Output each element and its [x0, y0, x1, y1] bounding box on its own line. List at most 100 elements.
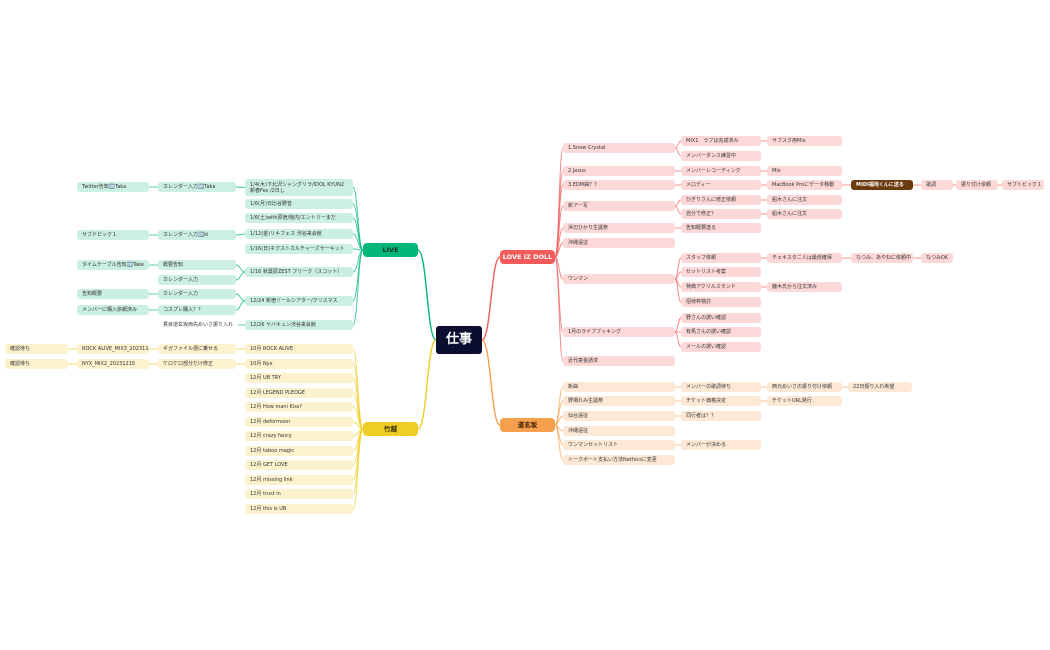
loveiz-subtopic[interactable]: Mix — [767, 166, 842, 176]
loveiz-subtopic[interactable]: 船木さんに注文 — [767, 209, 842, 219]
loveiz-topic[interactable]: 3.EDM曲？？ — [563, 180, 675, 190]
loveiz-topic[interactable]: 新アー写 — [563, 201, 675, 211]
live-topic[interactable]: 12/26 ヤバキュン渋谷来会館 — [245, 320, 353, 330]
takegoshi-topic[interactable]: 12月 trust in — [245, 489, 353, 499]
loveiz-subtopic[interactable]: MacBook Proにデータ移動 — [767, 180, 842, 190]
live-topic[interactable]: 1/4(木)下北沢シャングリラ/IDOL KYUN2 新春Fes /2日し — [245, 179, 353, 196]
dougenzaka-subtopic[interactable]: メンバーが決める — [681, 440, 761, 450]
branch-love-iz-doll[interactable]: LOVE IZ DOLL — [500, 250, 555, 264]
loveiz-subtopic[interactable]: ひぎりさんに修正依頼 — [681, 195, 761, 205]
live-subtopic[interactable]: タイムテーブル告知🆗Take — [77, 260, 149, 270]
loveiz-subtopic[interactable]: メールの誘い確認 — [681, 342, 761, 352]
loveiz-subtopic[interactable]: なつみOK — [921, 253, 953, 263]
loveiz-subtopic[interactable]: 有馬さんの誘い確認 — [681, 327, 761, 337]
live-topic[interactable]: 1/6(土)with原宿/館内/エントリーまだ — [245, 213, 353, 223]
connector-line — [235, 233, 246, 236]
live-subtopic[interactable]: カレンダー入力🆗Taka — [158, 182, 236, 192]
connector-line — [554, 424, 564, 461]
loveiz-subtopic[interactable]: MIX1 ラフは完成済み — [681, 136, 761, 146]
takegoshi-topic[interactable]: 12月 crazy fancy — [245, 431, 353, 441]
loveiz-subtopic[interactable]: 船木さんに注文 — [767, 195, 842, 205]
takegoshi-subtopic[interactable]: NYX_MIX2_20231215 — [77, 359, 149, 369]
live-topic[interactable]: 1/16 秋葉原ZEST フリーク（スコット） — [245, 267, 353, 277]
takegoshi-topic[interactable]: 12月 taboo magic — [245, 446, 353, 456]
takegoshi-topic[interactable]: 10月 Nyx — [245, 359, 353, 369]
loveiz-topic[interactable]: 沖縄遠征 — [563, 238, 675, 248]
takegoshi-topic[interactable]: 12月 UB TRY — [245, 373, 353, 383]
live-subtopic[interactable]: カレンダー入力 — [158, 289, 236, 299]
loveiz-subtopic[interactable]: 歌詞 — [921, 180, 953, 190]
connector-line — [235, 186, 246, 188]
loveiz-subtopic[interactable]: 特典アクリルスタンド — [681, 282, 761, 292]
loveiz-subtopic[interactable]: なつみ、あやねに依頼中 — [851, 253, 913, 263]
loveiz-topic[interactable]: 近代寄金請求 — [563, 356, 675, 366]
live-subtopic[interactable]: カレンダー入力 — [158, 275, 236, 285]
takegoshi-topic[interactable]: 12月 GET LOVE — [245, 460, 353, 470]
dougenzaka-topic[interactable]: ワンマンセットリスト — [563, 440, 675, 450]
loveiz-topic[interactable]: 1月のライブブッキング — [563, 327, 675, 337]
takegoshi-subtopic[interactable]: 確認待ち — [5, 344, 68, 354]
loveiz-topic[interactable]: ワンマン — [563, 274, 675, 284]
root-node[interactable]: 仕事 — [436, 326, 482, 354]
dougenzaka-subtopic[interactable]: チケットURL発行 — [767, 396, 842, 406]
loveiz-subtopic[interactable]: 振り付け依頼 — [956, 180, 998, 190]
live-subtopic[interactable]: カレンダー入力🆗ki — [158, 230, 236, 240]
connector-line — [235, 264, 246, 273]
dougenzaka-subtopic[interactable]: チケット価格決定 — [681, 396, 761, 406]
live-subtopic[interactable]: コスプレ購入？？ — [158, 305, 236, 315]
connector-line — [352, 187, 364, 251]
dougenzaka-topic[interactable]: 仙台遠征 — [563, 411, 675, 421]
takegoshi-subtopic[interactable]: ギガファイル便に乗せる — [158, 344, 236, 354]
loveiz-subtopic-highlight[interactable]: MIDI福地くんに送る — [851, 180, 913, 190]
branch-live[interactable]: LIVE — [363, 243, 418, 257]
live-subtopic[interactable]: サブドピック１ — [77, 230, 149, 240]
loveiz-topic[interactable]: 1.Snow Crystal — [563, 143, 675, 153]
live-topic[interactable]: 1/12(金)リキフェス 渋谷来会館 — [245, 229, 353, 239]
live-subtopic[interactable]: メンバーに購入依頼済み — [77, 305, 149, 315]
dougenzaka-subtopic[interactable]: 22日振り入れ希望 — [848, 382, 912, 392]
takegoshi-topic[interactable]: 12月 How mani Kiss? — [245, 402, 353, 412]
loveiz-subtopic[interactable]: メロディー — [681, 180, 761, 190]
loveiz-subtopic[interactable]: セットリスト考案 — [681, 267, 761, 277]
live-topic[interactable]: 1/6(月)日比谷野音 — [245, 199, 353, 209]
loveiz-subtopic[interactable]: メンバーレコーディング — [681, 166, 761, 176]
live-subtopic[interactable]: 概要告知 — [158, 260, 236, 270]
live-topic[interactable]: 12/24 新宿ゾールシアター/クリスマス — [245, 296, 353, 306]
dougenzaka-topic[interactable]: トークボート支払い方法Nethicsに変更 — [563, 455, 675, 465]
live-subtopic[interactable]: 貫目道玄坂両先めいさ振り入れ — [163, 322, 234, 328]
dougenzaka-topic[interactable]: 野場れみ生誕祭 — [563, 396, 675, 406]
dougenzaka-subtopic[interactable]: メンバーの歌詞待ち — [681, 382, 761, 392]
loveiz-subtopic[interactable]: スタッフ依頼 — [681, 253, 761, 263]
dougenzaka-topic[interactable]: 新曲 — [563, 382, 675, 392]
loveiz-topic[interactable]: 2.Jesus — [563, 166, 675, 176]
connector-line — [554, 424, 564, 446]
loveiz-subtopic[interactable]: 野さんの誘い確認 — [681, 313, 761, 323]
loveiz-subtopic[interactable]: メンバーダンス練習中 — [681, 151, 761, 161]
live-subtopic[interactable]: Twitter告知🆗Taka — [77, 182, 149, 192]
takegoshi-topic[interactable]: 12月 deformoon — [245, 417, 353, 427]
branch-takegoshi[interactable]: 竹越 — [363, 422, 418, 436]
live-subtopic[interactable]: 告知概要 — [77, 289, 149, 299]
dougenzaka-subtopic[interactable]: 同行者は？？ — [681, 411, 761, 421]
live-topic[interactable]: 1/16(日)ネクストカルチャーズサーキット — [245, 244, 353, 254]
loveiz-subtopic[interactable]: 招待枠検討 — [681, 297, 761, 307]
loveiz-subtopic[interactable]: サブトピック１ — [1002, 180, 1044, 190]
loveiz-subtopic[interactable]: 告知概要送る — [681, 223, 761, 233]
dougenzaka-topic[interactable]: 沖縄遠征 — [563, 426, 675, 436]
takegoshi-topic[interactable]: 12月 LEGEND PLEDGE — [245, 388, 353, 398]
takegoshi-subtopic[interactable]: ケロケロ部分だけ修正 — [158, 359, 236, 369]
takegoshi-topic[interactable]: 10月 ROCK ALIVE — [245, 344, 353, 354]
takegoshi-topic[interactable]: 12月 this is UB — [245, 504, 353, 514]
loveiz-subtopic[interactable]: サブスク用Mix — [767, 136, 842, 146]
connector-line — [554, 256, 564, 280]
takegoshi-subtopic[interactable]: ROCK ALIVE_MIX3_20231103 — [77, 344, 149, 354]
loveiz-subtopic[interactable]: 鹿木氏から注文済み — [767, 282, 842, 292]
takegoshi-topic[interactable]: 12月 missing link — [245, 475, 353, 485]
branch-dougenzaka[interactable]: 道玄坂 — [500, 418, 555, 432]
loveiz-subtopic[interactable]: 自分で修正？ — [681, 209, 761, 219]
takegoshi-subtopic[interactable]: 確認待ち — [5, 359, 68, 369]
loveiz-subtopic[interactable]: チェキスタ二人は最低確保 — [767, 253, 842, 263]
connector-line — [554, 256, 564, 362]
loveiz-topic[interactable]: 浜辺ひかり生誕祭 — [563, 223, 675, 233]
dougenzaka-subtopic[interactable]: 西元めいさの振り付け依頼 — [767, 382, 842, 392]
